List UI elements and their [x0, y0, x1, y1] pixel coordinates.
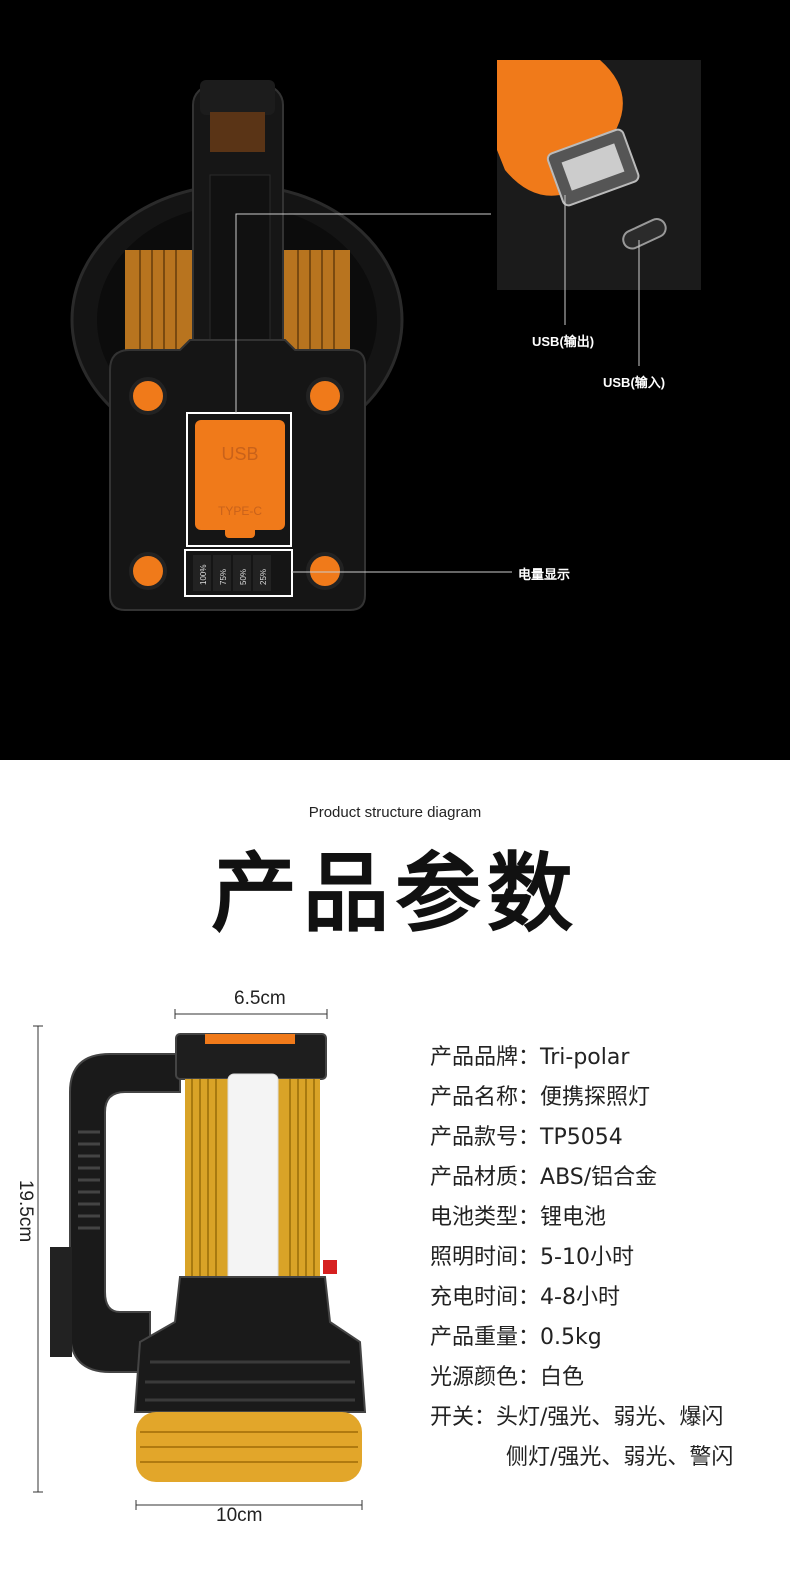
battery-level-75: 75% [219, 569, 228, 585]
lower-housing [133, 1276, 367, 1413]
spec-label: 产品款号： [430, 1125, 541, 1150]
spec-model: 产品款号：TP5054 [430, 1125, 623, 1151]
battery-indicator: 100% 75% 50% 25% [193, 555, 271, 591]
port-typec-text: TYPE-C [218, 504, 262, 518]
port-cover-tab [225, 520, 255, 538]
spec-value: 5-10小时 [540, 1245, 634, 1270]
port-usb-text: USB [221, 444, 258, 464]
battery-level-100: 100% [199, 565, 208, 585]
spec-light-color: 光源颜色：白色 [430, 1365, 584, 1391]
spec-brand: 产品品牌：Tri-polar [430, 1045, 629, 1071]
top-cap-orange [205, 1034, 295, 1044]
spec-label: 光源颜色： [430, 1365, 541, 1390]
spec-value: 4-8小时 [540, 1285, 620, 1310]
spec-label: 电池类型： [430, 1205, 541, 1230]
spec-value: 锂电池 [540, 1205, 607, 1230]
closeup-orange-cover [497, 60, 623, 196]
battery-level-25: 25% [259, 569, 268, 585]
screw-bottom-left [129, 552, 167, 590]
port-callout-line [235, 213, 491, 413]
battery-level-50: 50% [239, 569, 248, 585]
spec-weight: 产品重量：0.5kg [430, 1325, 602, 1351]
spec-label: 产品重量： [430, 1325, 541, 1350]
power-button [323, 1260, 337, 1274]
spec-label: 产品品牌： [430, 1045, 541, 1070]
side-switch-panel [50, 1247, 72, 1357]
handle-top [200, 80, 275, 115]
spec-value: 侧灯/强光、弱光、警闪 [506, 1445, 734, 1470]
spec-value: ABS/铝合金 [540, 1165, 658, 1190]
screw-top-right [306, 377, 344, 415]
usb-port-inner [561, 143, 625, 191]
spec-name: 产品名称：便携探照灯 [430, 1085, 650, 1111]
spec-label: 产品名称： [430, 1085, 541, 1110]
dimension-width-bottom: 10cm [216, 1505, 263, 1526]
spec-label: 照明时间： [430, 1245, 541, 1270]
typec-port [622, 218, 667, 250]
spec-value: 白色 [540, 1365, 585, 1390]
cob-side-light [227, 1073, 279, 1287]
screw-bottom-right [306, 552, 344, 590]
spec-label: 产品材质： [430, 1165, 541, 1190]
spec-material: 产品材质：ABS/铝合金 [430, 1165, 657, 1191]
battery-display-label: 电量显示 [518, 567, 571, 582]
dimension-height: 19.5cm [15, 1179, 36, 1243]
spec-label: 开关： [430, 1405, 497, 1430]
port-highlight-box [186, 412, 292, 547]
spec-value: 头灯/强光、弱光、爆闪 [496, 1405, 724, 1430]
spec-label: 充电时间： [430, 1285, 541, 1310]
dimension-width-top: 6.5cm [234, 988, 286, 1009]
handle-window [210, 112, 265, 152]
section-title: 产品参数 [211, 844, 579, 944]
product-params-section: Product structure diagram 产品参数 [0, 760, 790, 1585]
battery-highlight-box [184, 549, 293, 597]
side-handle [69, 1053, 181, 1373]
usb-input-label: USB(输入) [603, 375, 666, 390]
product-photo-section: USB TYPE-C 100% 75% 50% 25% USB(输出) USB(… [0, 0, 790, 760]
flashlight-side-illustration [33, 1009, 367, 1510]
handle-grip [209, 174, 271, 341]
spec-value: Tri-polar [540, 1045, 630, 1070]
spec-value: 便携探照灯 [540, 1085, 651, 1110]
usb-output-label: USB(输出) [532, 334, 595, 349]
spec-switch-line2: 侧灯/强光、弱光、警闪 [506, 1445, 733, 1471]
spec-value: TP5054 [540, 1125, 623, 1150]
spec-battery: 电池类型：锂电池 [430, 1205, 606, 1231]
flashlight-back-illustration: USB TYPE-C 100% 75% 50% 25% [70, 60, 701, 611]
section-subtitle: Product structure diagram [308, 804, 482, 821]
spec-value: 0.5kg [540, 1325, 602, 1350]
spec-light-time: 照明时间：5-10小时 [430, 1245, 634, 1271]
screw-top-left [129, 377, 167, 415]
spec-switch: 开关：头灯/强光、弱光、爆闪 [430, 1405, 723, 1431]
spec-charge-time: 充电时间：4-8小时 [430, 1285, 620, 1311]
port-cover [195, 420, 285, 530]
